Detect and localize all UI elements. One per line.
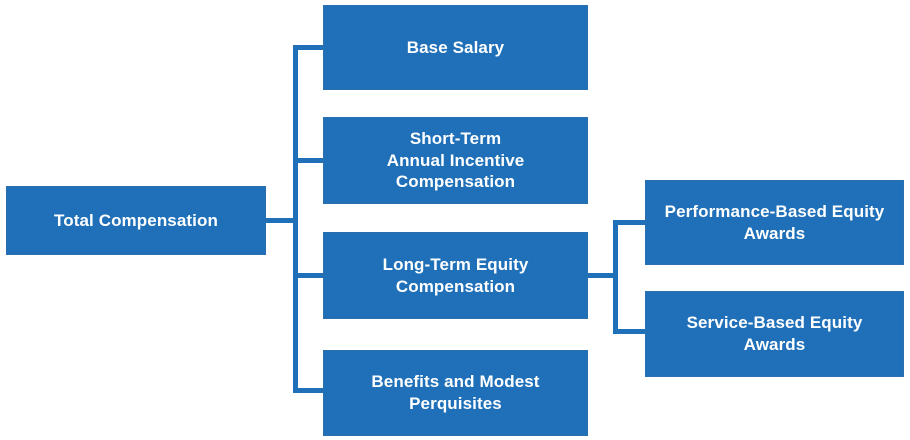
connector-branch-performance-based-equity xyxy=(613,220,646,225)
node-total-compensation[interactable]: Total Compensation xyxy=(6,186,266,255)
node-short-term-annual-incentive-compensation[interactable]: Short-Term Annual Incentive Compensation xyxy=(323,117,588,204)
connector-root-stub xyxy=(266,218,298,223)
connector-main-trunk xyxy=(293,45,298,393)
node-long-term-equity-compensation[interactable]: Long-Term Equity Compensation xyxy=(323,232,588,319)
connector-long-term-equity-stub xyxy=(588,273,618,278)
connector-branch-benefits-perquisites xyxy=(293,388,324,393)
connector-branch-service-based-equity xyxy=(613,329,646,334)
connector-branch-short-term-incentive xyxy=(293,158,324,163)
connector-branch-base-salary xyxy=(293,45,324,50)
connector-branch-long-term-equity xyxy=(293,273,324,278)
node-benefits-and-modest-perquisites[interactable]: Benefits and Modest Perquisites xyxy=(323,350,588,436)
node-service-based-equity-awards[interactable]: Service-Based Equity Awards xyxy=(645,291,904,377)
node-base-salary[interactable]: Base Salary xyxy=(323,5,588,90)
connector-sub-trunk xyxy=(613,220,618,334)
node-performance-based-equity-awards[interactable]: Performance-Based Equity Awards xyxy=(645,180,904,265)
